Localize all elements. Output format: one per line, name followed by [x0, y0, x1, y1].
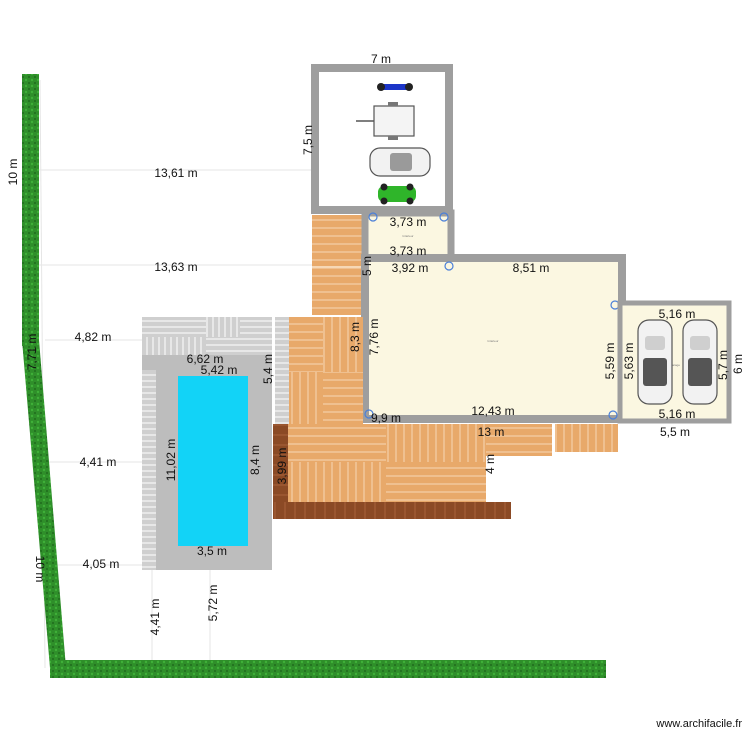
pool-terrace-stone-a	[142, 317, 206, 337]
dim-pool-len: 11,02 m	[164, 439, 178, 481]
dim-garage2-bottom: 5,16 m	[659, 407, 696, 421]
car-right-icon	[682, 319, 718, 405]
dim-small-top: 3,73 m	[390, 215, 427, 229]
dim-room-v1: 8,3 m	[348, 322, 362, 352]
deck-central-b	[323, 317, 363, 372]
deck-lower-c	[288, 462, 386, 502]
dim-room-b: 8,51 m	[513, 261, 550, 275]
dim-pool-inner: 5,42 m	[201, 363, 238, 377]
dim-wood-v: 3,99 m	[275, 448, 289, 485]
pool-terrace-stone-b	[206, 317, 240, 337]
dim-garage2-top: 5,16 m	[659, 307, 696, 321]
dim-h2: 13,63 m	[154, 260, 197, 274]
pool-edge-left	[142, 370, 156, 570]
dim-garage2-outer: 5,5 m	[660, 425, 690, 439]
dark-wood-strip-horizontal	[273, 502, 511, 519]
dim-room-bottom-b: 12,43 m	[471, 404, 514, 418]
dim-bottom-a: 4,41 m	[148, 599, 162, 636]
dim-h1: 13,61 m	[154, 166, 197, 180]
dim-small-side: 5 m	[360, 256, 374, 276]
deck-central-a	[289, 317, 323, 372]
hedge-left-lower	[22, 340, 66, 668]
pool-water	[178, 376, 248, 546]
pool-terrace-stone-e	[206, 337, 272, 355]
dim-pool-outer: 6,62 m	[187, 352, 224, 366]
dim-pool-w: 3,5 m	[197, 544, 227, 558]
dark-wood-strip-vertical	[273, 424, 288, 502]
dim-garage-top: 7 m	[371, 52, 391, 66]
car-left-icon	[637, 319, 673, 405]
dimension-labels: 7 m 7,5 m 10 m 13,61 m 13,63 m 3,73 m 3,…	[6, 52, 745, 635]
main-room-label: Intérieur	[487, 339, 498, 343]
dim-garage-side: 7,5 m	[301, 125, 315, 155]
deck-lower-a	[288, 424, 386, 462]
deck-upper	[312, 215, 362, 315]
pool-terrace-stone-d	[142, 337, 206, 355]
deck-central-d	[323, 372, 363, 424]
pool-edge-right-top	[275, 317, 289, 425]
dim-left-mid: 7,71 m	[25, 334, 39, 371]
dim-terrace-w: 4,82 m	[75, 330, 112, 344]
dim-small-bottom: 3,73 m	[390, 244, 427, 258]
door-swing-icons	[364, 212, 620, 420]
dim-room-bottom-a: 9,9 m	[371, 411, 401, 425]
dim-garage2-v3: 6 m	[731, 354, 745, 374]
motorbike-icon	[377, 83, 413, 91]
deck-central-c	[289, 372, 323, 424]
dim-left-gap: 4,41 m	[80, 455, 117, 469]
dim-left-bottom: 10 m	[33, 556, 47, 583]
dim-terrace-len: 13 m	[478, 425, 505, 439]
dim-deck-v: 5,4 m	[261, 354, 275, 384]
small-room-label: Intérieur	[402, 234, 413, 238]
garage-right-label: Garage	[670, 363, 680, 367]
dim-room-a: 3,92 m	[392, 261, 429, 275]
dim-bottom-b: 5,72 m	[206, 585, 220, 622]
deck-lower-d	[386, 462, 486, 502]
lawnmower-icon	[378, 183, 416, 205]
hedge-bottom	[50, 660, 606, 678]
hedge-left-upper	[22, 74, 39, 346]
dim-terrace-v: 4 m	[483, 454, 497, 474]
dim-gap2: 4,05 m	[83, 557, 120, 571]
dim-left-top: 10 m	[6, 159, 20, 186]
pool-terrace-stone-c	[240, 317, 272, 337]
deck-lower-e	[486, 424, 552, 456]
trailer-icon	[356, 102, 415, 140]
site-credit[interactable]: www.archifacile.fr	[656, 718, 742, 730]
dim-garage2-v1: 5,63 m	[622, 343, 636, 380]
deck-lower-b	[386, 424, 486, 462]
deck-lower-f	[555, 424, 618, 452]
dim-room-v3: 5,59 m	[603, 343, 617, 380]
dim-garage2-v2: 5,7 m	[716, 350, 730, 380]
dim-pool-side: 8,4 m	[248, 445, 262, 475]
dim-room-v2: 7,76 m	[367, 319, 381, 356]
car-small-icon	[369, 147, 431, 177]
